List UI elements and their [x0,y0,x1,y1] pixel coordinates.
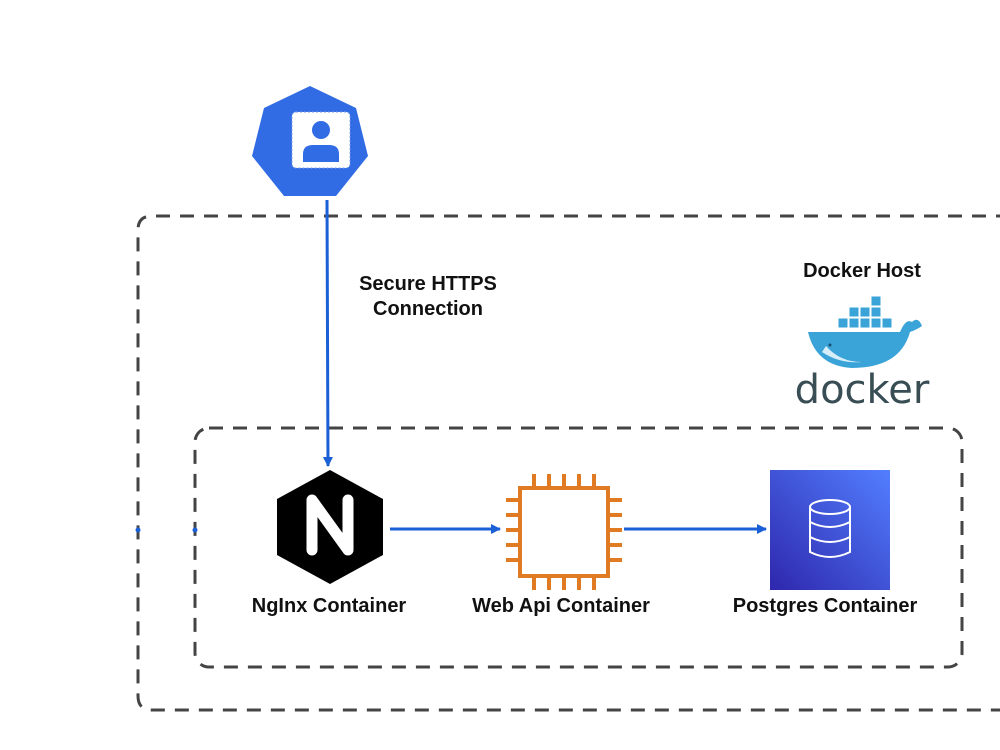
edge-label-line1: Secure HTTPS [359,273,497,295]
nginx-label: NgInx Container [252,595,407,617]
webapi-label: Web Api Container [472,595,650,617]
connector-dot [192,527,198,533]
docker-logo-icon [808,295,922,368]
docker-host-boundary [136,214,1000,712]
connector-dot [135,527,141,533]
docker-host-label: Docker Host [803,260,921,282]
https-connection-arrow [322,199,333,467]
webapi-node[interactable] [506,474,622,590]
chip-icon [506,474,622,590]
edge-label-line2: Connection [373,298,483,320]
postgres-node[interactable] [770,470,890,590]
container-group-boundary [193,426,964,669]
docker-logo-text: docker [795,367,930,413]
user-icon [312,121,330,139]
postgres-label: Postgres Container [733,595,918,617]
nginx-node[interactable] [277,470,383,584]
user-node[interactable] [252,86,368,196]
database-icon [809,499,851,558]
